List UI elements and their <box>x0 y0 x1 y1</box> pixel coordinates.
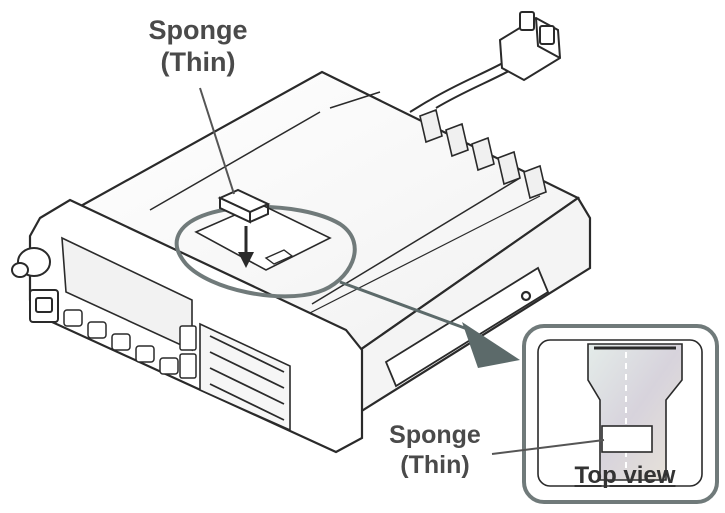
sponge-callout-bottom: Sponge (Thin) <box>370 420 500 480</box>
callout-line-2: (Thin) <box>160 47 236 78</box>
callout-line-1: Sponge <box>389 421 481 449</box>
zoom-arrow <box>339 280 520 368</box>
volume-knob <box>11 247 51 278</box>
mic-jack <box>29 289 59 323</box>
sponge-piece <box>217 188 271 224</box>
top-view-inset <box>522 324 719 504</box>
insert-arrow <box>238 226 254 268</box>
cable-connector <box>498 11 562 82</box>
top-callout-leader <box>199 87 235 195</box>
callout-line-1: Sponge <box>148 15 248 45</box>
top-view-caption: Top view <box>574 462 676 489</box>
sponge-callout-top: Sponge (Thin) <box>128 14 268 79</box>
bottom-callout-leader <box>491 439 605 455</box>
callout-line-2: (Thin) <box>400 451 470 479</box>
